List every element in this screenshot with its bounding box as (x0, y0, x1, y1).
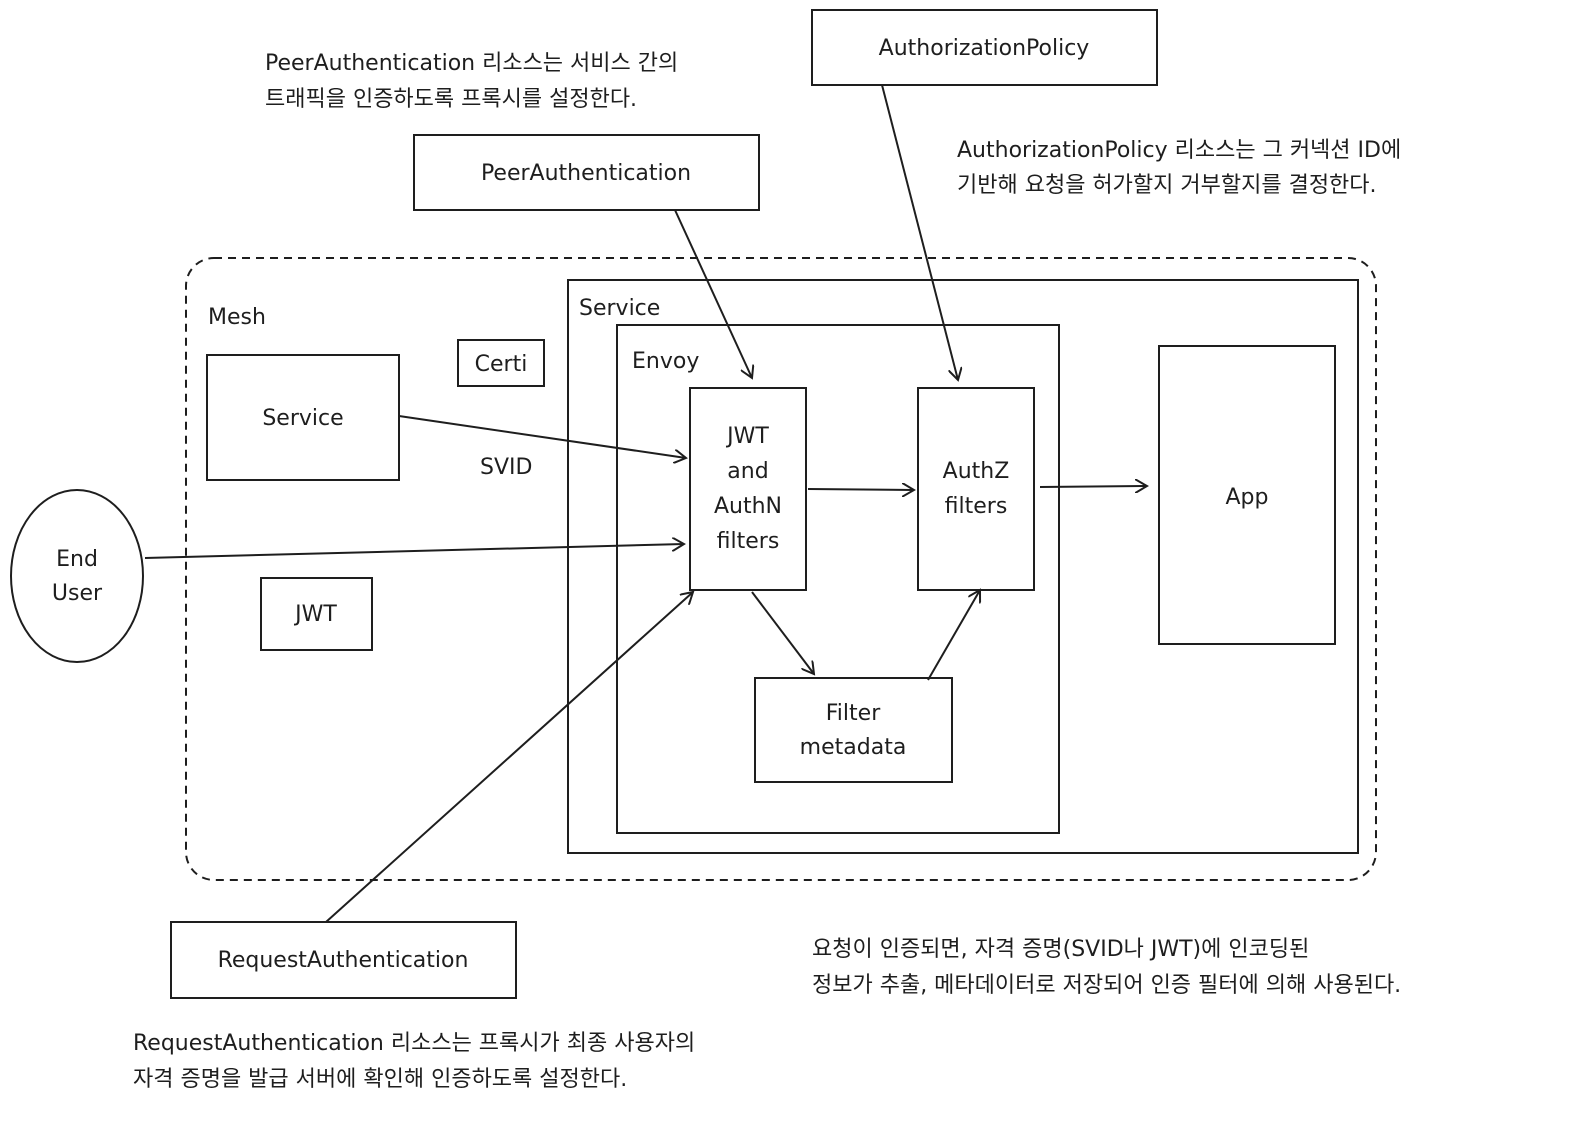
arrow-authz-to-app (1039, 486, 1147, 487)
arrow-jwt-to-metadata (751, 591, 814, 674)
svg-text:filters: filters (717, 529, 780, 554)
svg-text:End: End (56, 547, 98, 572)
svg-text:JWT: JWT (293, 602, 337, 627)
svg-text:PeerAuthentication 리소스는 서비스 간의: PeerAuthentication 리소스는 서비스 간의 (265, 51, 678, 76)
service-left-box: Service (206, 354, 400, 481)
arrow-metadata-to-authz (927, 590, 980, 681)
arrows (144, 84, 1147, 923)
svg-text:Mesh: Mesh (208, 305, 266, 330)
authorization-policy-box: AuthorizationPolicy (811, 9, 1158, 86)
svg-text:Service: Service (579, 296, 660, 321)
arrow-service-to-jwt (398, 415, 686, 458)
app-box: App (1158, 345, 1336, 645)
filter-metadata-box: Filter metadata (754, 677, 953, 783)
arrow-requestauth-to-jwt (325, 592, 693, 923)
svg-text:metadata: metadata (800, 735, 907, 760)
svg-text:RequestAuthentication: RequestAuthentication (218, 948, 469, 973)
svg-text:정보가 추출, 메타데이터로 저장되어 인증 필터에 의해: 정보가 추출, 메타데이터로 저장되어 인증 필터에 의해 사용된다. (812, 973, 1401, 998)
mesh-boundary: Mesh (185, 257, 1377, 881)
jwt-authn-filters-box: JWT and AuthN filters (689, 387, 807, 591)
svg-text:PeerAuthentication: PeerAuthentication (481, 161, 691, 186)
metadata-note: 요청이 인증되면, 자격 증명(SVID나 JWT)에 인코딩된 정보가 추출,… (812, 937, 1401, 998)
authz-filters-box: AuthZ filters (917, 387, 1035, 591)
svg-text:요청이 인증되면, 자격 증명(SVID나 JWT)에 인: 요청이 인증되면, 자격 증명(SVID나 JWT)에 인코딩된 (812, 937, 1309, 962)
svg-text:AuthorizationPolicy: AuthorizationPolicy (879, 36, 1090, 61)
envoy-proxy: Envoy (616, 324, 1060, 834)
svg-text:AuthorizationPolicy 리소스는 그 커넥션: AuthorizationPolicy 리소스는 그 커넥션 ID에 (957, 138, 1401, 163)
svg-text:자격 증명을 발급 서버에 확인해 인증하도록 설정한다.: 자격 증명을 발급 서버에 확인해 인증하도록 설정한다. (133, 1067, 627, 1092)
svg-text:JWT: JWT (725, 424, 769, 449)
svg-text:RequestAuthentication 리소스는 프록시: RequestAuthentication 리소스는 프록시가 최종 사용자의 (133, 1031, 695, 1056)
request-authentication-note: RequestAuthentication 리소스는 프록시가 최종 사용자의 … (133, 1031, 695, 1092)
arrow-jwt-to-authz (807, 489, 914, 490)
service-container: Service (567, 279, 1359, 854)
svg-text:AuthN: AuthN (714, 494, 782, 519)
svg-text:and: and (727, 459, 768, 484)
svid-label: SVID (480, 455, 532, 480)
peer-authentication-box: PeerAuthentication (413, 134, 760, 211)
svg-text:App: App (1226, 485, 1269, 510)
authorization-policy-note: AuthorizationPolicy 리소스는 그 커넥션 ID에 기반해 요… (957, 138, 1401, 198)
certificate-box: Certi (457, 339, 545, 387)
svg-text:filters: filters (945, 494, 1008, 519)
svg-text:트래픽을 인증하도록 프록시를 설정한다.: 트래픽을 인증하도록 프록시를 설정한다. (265, 87, 637, 112)
svg-text:Service: Service (262, 406, 343, 431)
svg-text:User: User (52, 581, 103, 606)
arrow-peer-to-jwt (674, 209, 752, 378)
end-user: End User (10, 489, 144, 663)
svg-text:Filter: Filter (826, 701, 881, 726)
jwt-token-box: JWT (260, 577, 373, 651)
peer-authentication-note: PeerAuthentication 리소스는 서비스 간의 트래픽을 인증하도… (265, 51, 678, 112)
arrow-authzpolicy-to-authz (881, 84, 958, 380)
svg-text:AuthZ: AuthZ (943, 459, 1010, 484)
request-authentication-box: RequestAuthentication (170, 921, 517, 999)
svg-text:Certi: Certi (475, 352, 528, 377)
arrow-enduser-to-jwt (144, 544, 684, 559)
svg-text:기반해 요청을 허가할지 거부할지를 결정한다.: 기반해 요청을 허가할지 거부할지를 결정한다. (957, 173, 1377, 198)
svg-text:Envoy: Envoy (632, 349, 699, 374)
